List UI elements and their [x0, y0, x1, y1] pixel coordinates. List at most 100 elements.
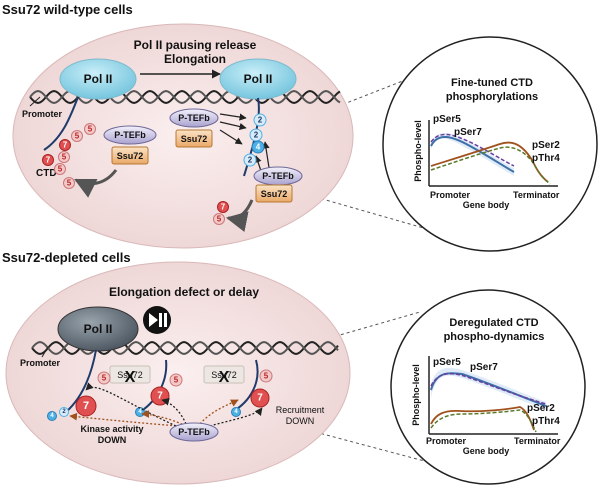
- bottom-chart-axes: [428, 356, 558, 435]
- top-ssu72-c-label: Ssu72: [261, 189, 288, 199]
- top-pol-ii-left-label: Pol II: [84, 72, 113, 86]
- top-ctd-tail-left: [43, 96, 79, 151]
- bottom-pol-ii: [57, 306, 139, 352]
- top-ptefb-b: [169, 108, 219, 128]
- top-chart-pser5-label: pSer5: [433, 114, 461, 125]
- bottom-mark-ser7: [75, 395, 97, 417]
- bottom-chart-pser2-line: [430, 406, 535, 431]
- bottom-chart-pser7-label: pSer7: [470, 362, 498, 373]
- top-mark-ser5: [213, 213, 225, 225]
- top-pol-ii-left: [59, 58, 137, 100]
- bottom-mark-thr4: [231, 407, 241, 417]
- bottom-process-label: Elongation defect or delay: [109, 285, 259, 299]
- bottom-chart-ylabel: Phospho-level: [411, 364, 421, 426]
- svg-text:5: 5: [67, 179, 72, 188]
- svg-text:5: 5: [174, 376, 179, 385]
- top-mark-ser5: [54, 163, 66, 175]
- top-section-title: Ssu72 wild-type cells: [2, 2, 133, 17]
- svg-text:4: 4: [234, 409, 238, 415]
- top-dephos-arrow-left: [74, 169, 118, 198]
- top-ptefb-b-label: P-TEFb: [178, 113, 210, 123]
- top-process-line2: Elongation: [164, 52, 226, 66]
- svg-text:2: 2: [258, 116, 263, 125]
- top-ssu72-c: [255, 184, 293, 203]
- bottom-kinase-line2: DOWN: [98, 435, 127, 445]
- top-ptefb-c-label: P-TEFb: [262, 171, 294, 181]
- bottom-chart-xlabel: Gene body: [463, 446, 510, 456]
- bottom-recruit-line1: Recruitment: [276, 405, 325, 415]
- svg-text:2: 2: [248, 156, 253, 165]
- bottom-ssu72-b-cross: X: [219, 369, 230, 386]
- bottom-ssu72-b-label: Ssu72: [211, 370, 237, 380]
- bottom-chart-pser2-label: pSer2: [527, 403, 555, 414]
- bottom-ptefb: [169, 422, 219, 442]
- svg-text:5: 5: [102, 374, 107, 383]
- top-right-phospho-marks: 2 2 4 2 7 5: [213, 113, 267, 225]
- bottom-mark-thr4: [47, 411, 57, 421]
- top-mark-ser5: [84, 123, 96, 135]
- bottom-chart-x-end: Terminator: [514, 436, 561, 446]
- svg-text:5: 5: [88, 125, 93, 134]
- top-panel-title-line2: phosphorylations: [446, 91, 538, 103]
- top-ctd-label: CTD: [36, 168, 57, 179]
- bottom-recruit-line2: DOWN: [286, 416, 315, 426]
- svg-text:5: 5: [75, 132, 80, 141]
- bottom-mark-ser5: [97, 371, 111, 385]
- top-mark-ser7: [217, 201, 229, 213]
- bottom-chart-pser5-label: pSer5: [433, 357, 461, 368]
- svg-text:7: 7: [46, 156, 51, 165]
- top-mark-ser5: [71, 130, 83, 142]
- svg-text:5: 5: [62, 153, 67, 162]
- top-ssu72-a-label: Ssu72: [117, 151, 144, 161]
- top-chart-pser7-line: [430, 133, 515, 167]
- top-chart-x-end: Terminator: [513, 190, 560, 200]
- top-process-line1: Pol II pausing release: [134, 38, 257, 52]
- svg-text:2: 2: [254, 131, 259, 140]
- top-chart-axes: [428, 120, 558, 187]
- svg-text:7: 7: [221, 203, 226, 212]
- top-ssu72-b: [175, 129, 213, 148]
- top-mark-thr4: [251, 140, 265, 154]
- top-ssu72-b-label: Ssu72: [181, 134, 208, 144]
- bottom-chart-pser5-band: [431, 367, 546, 410]
- bottom-ssu72-a-label: Ssu72: [117, 370, 143, 380]
- top-promoter-pointer: [29, 96, 41, 107]
- top-chart-pser7-label: pSer7: [454, 127, 482, 138]
- bottom-panel-title-line1: Deregulated CTD: [449, 317, 538, 329]
- bottom-mark-ser7: [250, 388, 270, 408]
- top-chart-xlabel: Gene body: [463, 200, 510, 210]
- top-mark-ser2: [253, 113, 267, 127]
- top-mark-ser5: [58, 151, 70, 163]
- top-chart-x-start: Promoter: [430, 190, 471, 200]
- top-mark-ser7: [59, 139, 71, 151]
- svg-text:5: 5: [58, 165, 63, 174]
- svg-text:5: 5: [217, 215, 222, 224]
- svg-text:7: 7: [257, 393, 263, 404]
- bottom-chart-pthr4-label: pThr4: [532, 416, 560, 427]
- bottom-phospho-marks: 5 7 2 4 5 7 4 5 7 4: [47, 369, 273, 421]
- svg-text:7: 7: [63, 141, 68, 150]
- bottom-ssu72-a-cross: X: [125, 369, 136, 386]
- svg-text:2: 2: [62, 409, 66, 415]
- svg-text:5: 5: [264, 372, 269, 381]
- bottom-ssu72-a: [109, 365, 151, 384]
- bottom-kinase-line1: Kinase activity: [80, 424, 143, 434]
- top-chart-pthr4-label: pThr4: [532, 153, 560, 164]
- top-panel-title-line1: Fine-tuned CTD: [451, 77, 533, 89]
- top-pol-ii-right-label: Pol II: [244, 72, 273, 86]
- top-zoom-panel: [382, 36, 598, 252]
- bottom-mark-ser5: [259, 369, 273, 383]
- bottom-promoter-pointer: [41, 346, 49, 358]
- svg-text:7: 7: [83, 400, 89, 412]
- top-chart-pser5-line: [430, 136, 515, 173]
- top-ssu72-a: [111, 146, 149, 165]
- bottom-ptefb-label: P-TEFb: [178, 427, 210, 437]
- svg-text:4: 4: [256, 143, 261, 152]
- top-left-phospho-marks: 5 5 7 5 7 5 5: [42, 123, 96, 189]
- bottom-mark-ser5: [169, 373, 183, 387]
- bottom-ssu72-b: [203, 365, 245, 384]
- top-mark-ser2: [243, 153, 257, 167]
- bottom-chart-pser7-line: [430, 372, 547, 405]
- top-chart-ylabel: Phospho-level: [413, 120, 423, 182]
- top-chart-pser2-label: pSer2: [532, 140, 560, 151]
